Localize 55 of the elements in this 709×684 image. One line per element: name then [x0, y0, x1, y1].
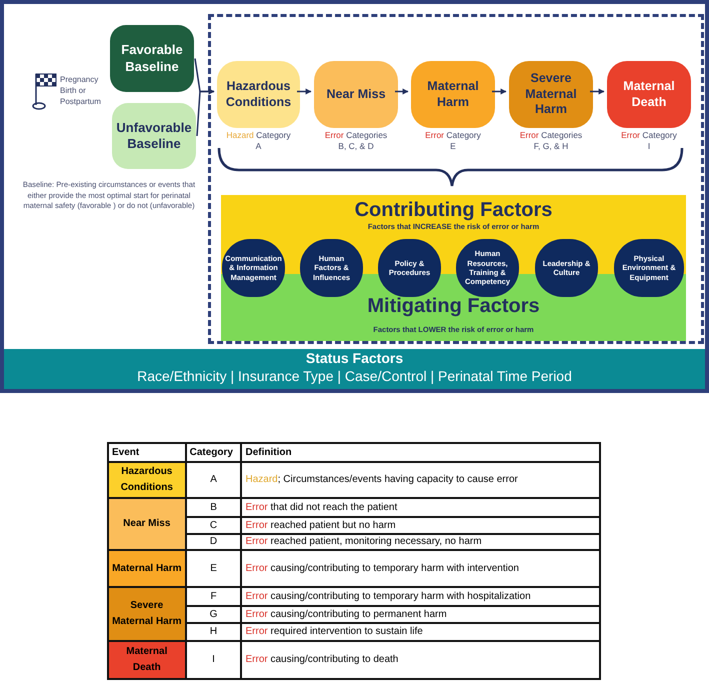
definition-text: Error causing/contributing to permanent harm: [241, 606, 600, 623]
category-code: H: [186, 623, 242, 641]
column-header: Category: [186, 443, 242, 462]
band-title: Status Factors: [304, 350, 404, 366]
category-code: A: [186, 462, 242, 498]
category-code: D: [186, 534, 242, 550]
event-box: Maternal Harm: [411, 61, 495, 128]
arrow: [590, 88, 605, 94]
definition-text: Hazard; Circumstances/events having capacity to cause error: [241, 462, 600, 498]
category-code: B: [186, 498, 242, 517]
category-label: Hazard Category: [225, 130, 292, 140]
section-title: Mitigating Factors: [366, 295, 541, 318]
event-cell: Severe Maternal Harm: [108, 587, 186, 641]
category-code: I: [186, 641, 242, 679]
event-cell: Near Miss: [108, 498, 186, 550]
band-text: Race/Ethnicity | Insurance Type | Case/Control | Perinatal Time Period: [136, 368, 573, 384]
category-label: Error Category: [424, 130, 482, 140]
column-header: Event: [108, 443, 186, 462]
arrow: [395, 88, 409, 94]
definition-text: Error that did not reach the patient: [241, 498, 600, 517]
category-label: I: [646, 141, 652, 151]
definition-text: Error reached patient, monitoring necessary, no harm: [241, 534, 600, 550]
category-label: Error Category: [620, 130, 678, 140]
factors-band: [221, 195, 686, 341]
arrow: [492, 88, 507, 94]
event-cell: Maternal Harm: [108, 550, 186, 587]
status-band: [4, 349, 705, 389]
definition-text: Error causing/contributing to temporary harm with hospitalization: [241, 587, 600, 606]
category-label: F, G, & H: [532, 141, 570, 151]
category-label: Error Categories: [324, 130, 388, 140]
event-cell: Maternal Death: [108, 641, 186, 679]
event-box: Hazardous Conditions: [217, 61, 300, 128]
section-title: Contributing Factors: [354, 199, 554, 222]
event-cell: Hazardous Conditions: [108, 462, 186, 498]
event-box: Near Miss: [314, 61, 398, 128]
category-label: B, C, & D: [337, 141, 375, 151]
definition-text: Error causing/contributing to death: [241, 641, 600, 679]
definition-text: Error reached patient but no harm: [241, 517, 600, 534]
definition-text: Error required intervention to sustain life: [241, 623, 600, 641]
arrow: [297, 88, 312, 94]
category-label: E: [449, 141, 457, 151]
baseline-box: Favorable Baseline: [110, 25, 194, 92]
definition-text: Error causing/contributing to temporary harm with intervention: [241, 550, 600, 587]
category-code: G: [186, 606, 242, 623]
baseline-box: Unfavorable Baseline: [112, 103, 196, 169]
category-code: C: [186, 517, 242, 534]
dashed-frame: [208, 14, 704, 344]
category-label: A: [254, 141, 262, 151]
category-code: F: [186, 587, 242, 606]
event-box: Severe Maternal Harm: [509, 61, 593, 128]
start-label: Pregnancy Birth or Postpartum: [60, 75, 102, 108]
category-code: E: [186, 550, 242, 587]
column-header: Definition: [241, 443, 600, 462]
event-box: Maternal Death: [607, 61, 691, 128]
category-label: Error Categories: [518, 130, 584, 140]
